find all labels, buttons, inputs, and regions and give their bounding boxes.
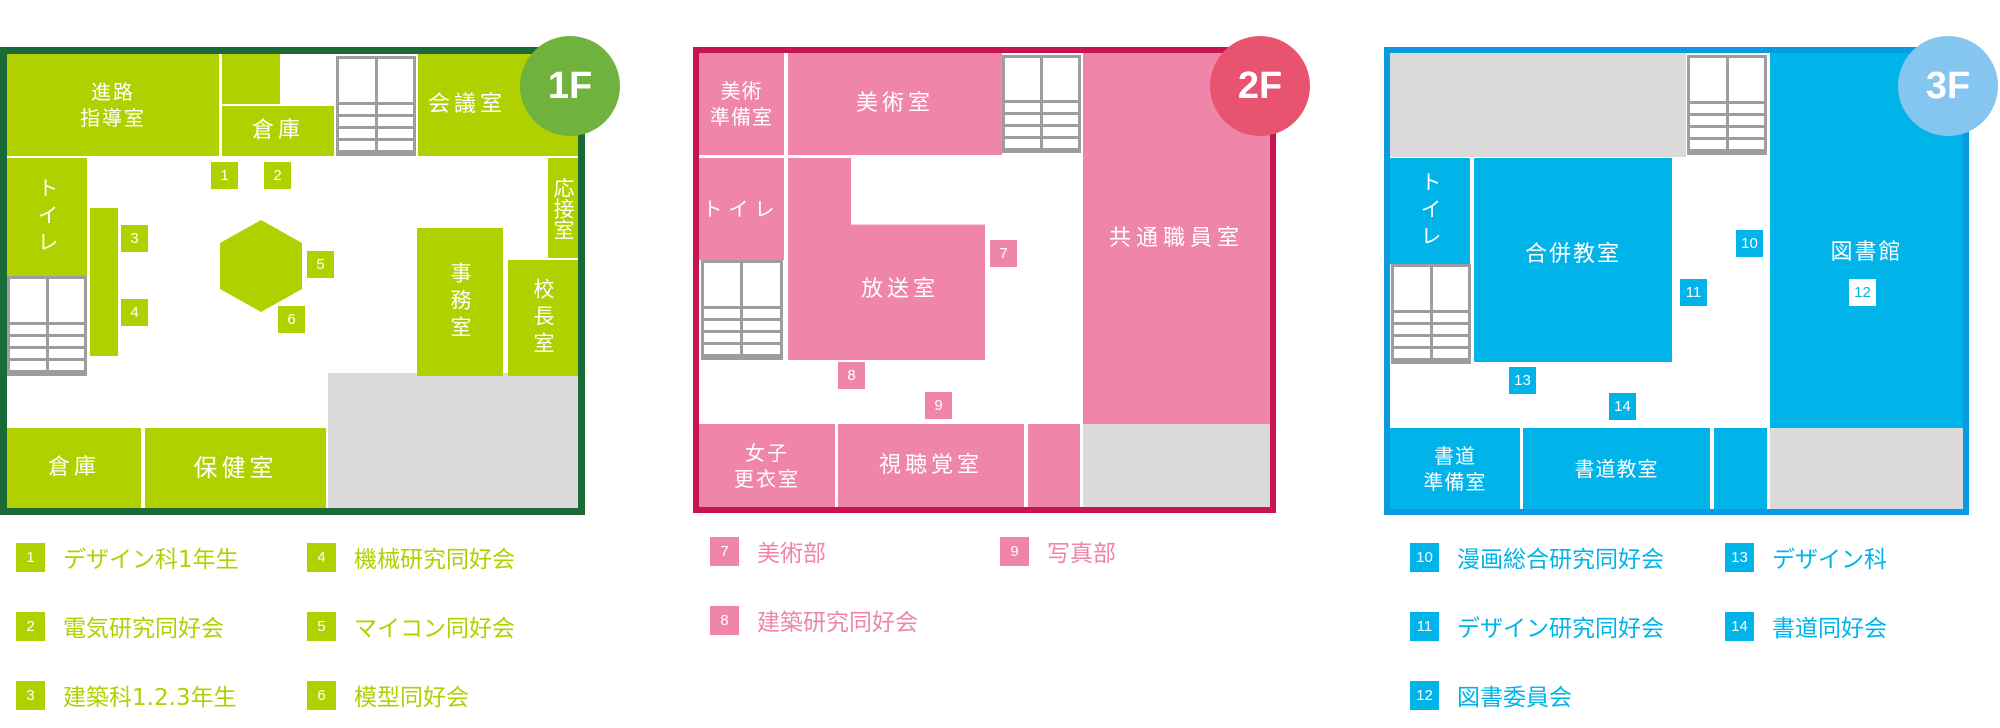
legend-badge-9: 9 xyxy=(1000,536,1029,566)
legend-item-4: 4 機械研究同好会 xyxy=(307,540,515,574)
map-badge-7: 7 xyxy=(990,240,1017,267)
legend-item-6: 6 模型同好会 xyxy=(307,678,469,712)
legend-item-9: 9 写真部 xyxy=(1000,534,1116,568)
legend-text-12: 図書委員会 xyxy=(1457,685,1572,711)
map-badge-14: 14 xyxy=(1609,393,1636,420)
legend-badge-13: 13 xyxy=(1725,542,1754,572)
legend-item-13: 13 デザイン科 xyxy=(1725,540,1887,574)
legend-badge-8: 8 xyxy=(710,605,739,635)
legend-text-4: 機械研究同好会 xyxy=(354,547,515,573)
floor-2-bottom-block xyxy=(1028,424,1080,507)
legend-badge-12: 12 xyxy=(1410,680,1439,710)
legend-item-2: 2 電気研究同好会 xyxy=(16,609,224,643)
floor-2-stairs-left xyxy=(701,260,783,360)
map-badge-3: 3 xyxy=(121,225,148,252)
room-shodou-junbi: 書道 準備室 xyxy=(1390,428,1520,509)
legend-text-8: 建築研究同好会 xyxy=(757,610,918,636)
legend-text-2: 電気研究同好会 xyxy=(63,616,224,642)
floor-3-unused-top xyxy=(1390,53,1686,157)
map-badge-4: 4 xyxy=(121,299,148,326)
room-hoken: 保健室 xyxy=(145,428,326,508)
map-badge-12: 12 xyxy=(1849,279,1876,306)
room-housou-label: 放送室 xyxy=(860,277,939,302)
legend-badge-2: 2 xyxy=(16,611,45,641)
legend-text-10: 漫画総合研究同好会 xyxy=(1457,547,1664,573)
legend-item-12: 12 図書委員会 xyxy=(1410,678,1572,712)
legend-badge-5: 5 xyxy=(307,611,336,641)
legend-text-13: デザイン科 xyxy=(1772,547,1887,573)
legend-text-5: マイコン同好会 xyxy=(354,616,515,642)
legend-badge-3: 3 xyxy=(16,680,45,710)
legend-badge-6: 6 xyxy=(307,680,336,710)
floor-2-stairs-top xyxy=(1002,55,1081,153)
map-badge-1: 1 xyxy=(211,162,238,189)
floor-3-bottom-block xyxy=(1714,428,1767,509)
room-shinro-shidou: 進路 指導室 xyxy=(7,54,219,156)
room-shichoukaku: 視聴覚室 xyxy=(838,424,1024,507)
legend-text-1: デザイン科1年生 xyxy=(63,547,239,573)
floor-1-unused-area xyxy=(328,373,578,508)
room-bijutsu: 美術室 xyxy=(788,53,1002,155)
legend-item-8: 8 建築研究同好会 xyxy=(710,603,918,637)
legend-badge-1: 1 xyxy=(16,542,45,572)
legend-item-7: 7 美術部 xyxy=(710,534,826,568)
floor-2-unused-area xyxy=(1083,424,1270,507)
map-badge-6: 6 xyxy=(278,306,305,333)
legend-text-11: デザイン研究同好会 xyxy=(1457,616,1664,642)
room-souko-bottom: 倉庫 xyxy=(7,428,141,508)
legend-text-6: 模型同好会 xyxy=(354,685,469,711)
floor-1-stairs-top xyxy=(336,56,416,156)
legend-item-3: 3 建築科1.2.3年生 xyxy=(16,678,237,712)
room-joshi-koui: 女子 更衣室 xyxy=(699,424,835,507)
map-badge-10: 10 xyxy=(1736,230,1763,257)
floor-2-label: 2F xyxy=(1210,36,1310,136)
room-toilet-3f: トイレ xyxy=(1390,158,1470,264)
room-toilet: トイレ xyxy=(7,158,87,276)
legend-badge-7: 7 xyxy=(710,536,739,566)
room-jimu: 事務室 xyxy=(417,228,503,376)
legend-badge-14: 14 xyxy=(1725,611,1754,641)
map-badge-9: 9 xyxy=(925,392,952,419)
legend-badge-10: 10 xyxy=(1410,542,1439,572)
floor-1-corridor-block xyxy=(90,208,118,356)
room-souko-top: 倉庫 xyxy=(222,106,334,156)
legend-item-1: 1 デザイン科1年生 xyxy=(16,540,239,574)
floor-3-stairs-top xyxy=(1687,55,1767,155)
floor-3-stairs-left xyxy=(1391,264,1471,364)
room-kouchou: 校長室 xyxy=(508,260,578,376)
floor-1-top-strip xyxy=(222,54,280,104)
room-toilet-2f: トイレ xyxy=(699,158,784,260)
legend-item-14: 14 書道同好会 xyxy=(1725,609,1887,643)
legend-text-7: 美術部 xyxy=(757,541,826,567)
room-bijutsu-junbi: 美術 準備室 xyxy=(699,53,784,155)
map-badge-13: 13 xyxy=(1509,367,1536,394)
legend-badge-4: 4 xyxy=(307,542,336,572)
legend-item-10: 10 漫画総合研究同好会 xyxy=(1410,540,1664,574)
floor-3-label: 3F xyxy=(1898,36,1998,136)
floor-1-stairs-left xyxy=(7,276,87,376)
map-badge-11: 11 xyxy=(1680,279,1707,306)
room-shodou: 書道教室 xyxy=(1523,428,1710,509)
legend-text-9: 写真部 xyxy=(1047,541,1116,567)
floor-3-unused-bottom xyxy=(1770,428,1963,509)
legend-item-11: 11 デザイン研究同好会 xyxy=(1410,609,1664,643)
legend-text-14: 書道同好会 xyxy=(1772,616,1887,642)
legend-item-5: 5 マイコン同好会 xyxy=(307,609,515,643)
legend-badge-11: 11 xyxy=(1410,611,1439,641)
room-gappei: 合併教室 xyxy=(1474,158,1672,362)
map-badge-2: 2 xyxy=(264,162,291,189)
room-ousetsu: 応接室 xyxy=(548,158,578,258)
map-badge-8: 8 xyxy=(838,362,865,389)
legend-text-3: 建築科1.2.3年生 xyxy=(63,685,237,711)
floor-1-label: 1F xyxy=(520,36,620,136)
map-badge-5: 5 xyxy=(307,251,334,278)
